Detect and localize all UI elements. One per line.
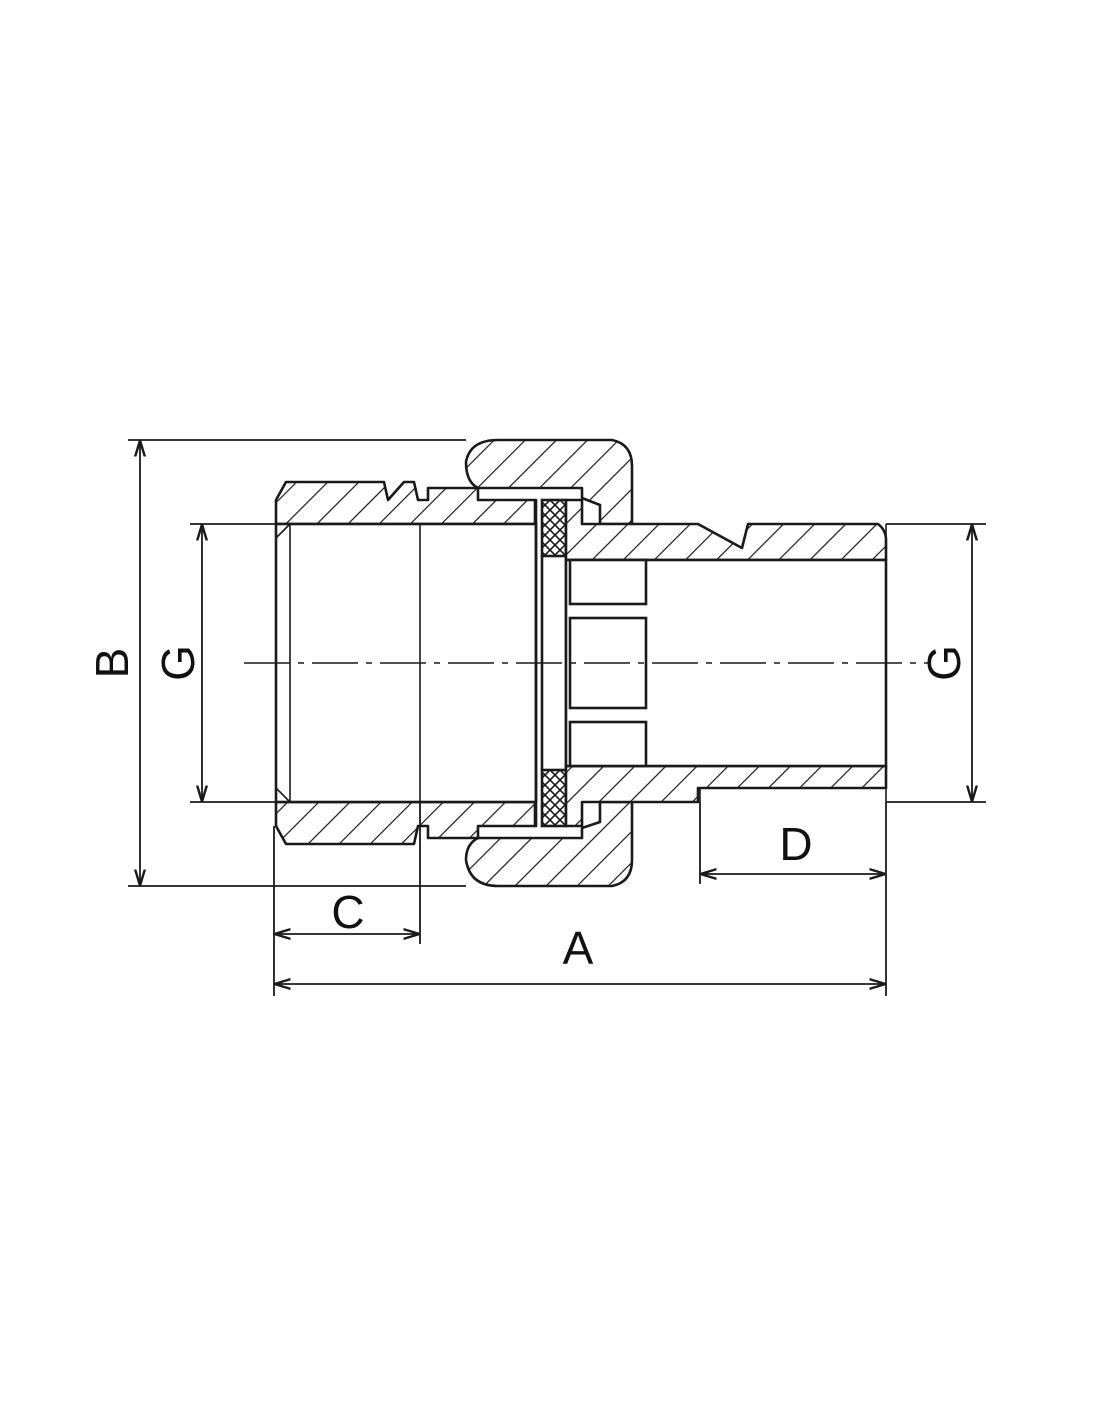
chamfer-bottom-left <box>275 787 291 803</box>
dim-b-label: B <box>86 648 138 679</box>
seal-ring-top <box>540 498 568 558</box>
dim-g-right-label: G <box>918 645 970 681</box>
slot-top <box>568 558 648 606</box>
dim-g-left-label: G <box>152 645 204 681</box>
dim-d-label: D <box>779 818 812 870</box>
slot-bottom <box>568 720 648 768</box>
dim-a-label: A <box>563 922 594 974</box>
union-nut-top <box>464 438 634 526</box>
seal-ring-bottom <box>540 768 568 828</box>
chamfer-top-left <box>275 523 291 539</box>
dim-c-label: C <box>331 886 364 938</box>
union-nut-bottom <box>464 800 634 888</box>
